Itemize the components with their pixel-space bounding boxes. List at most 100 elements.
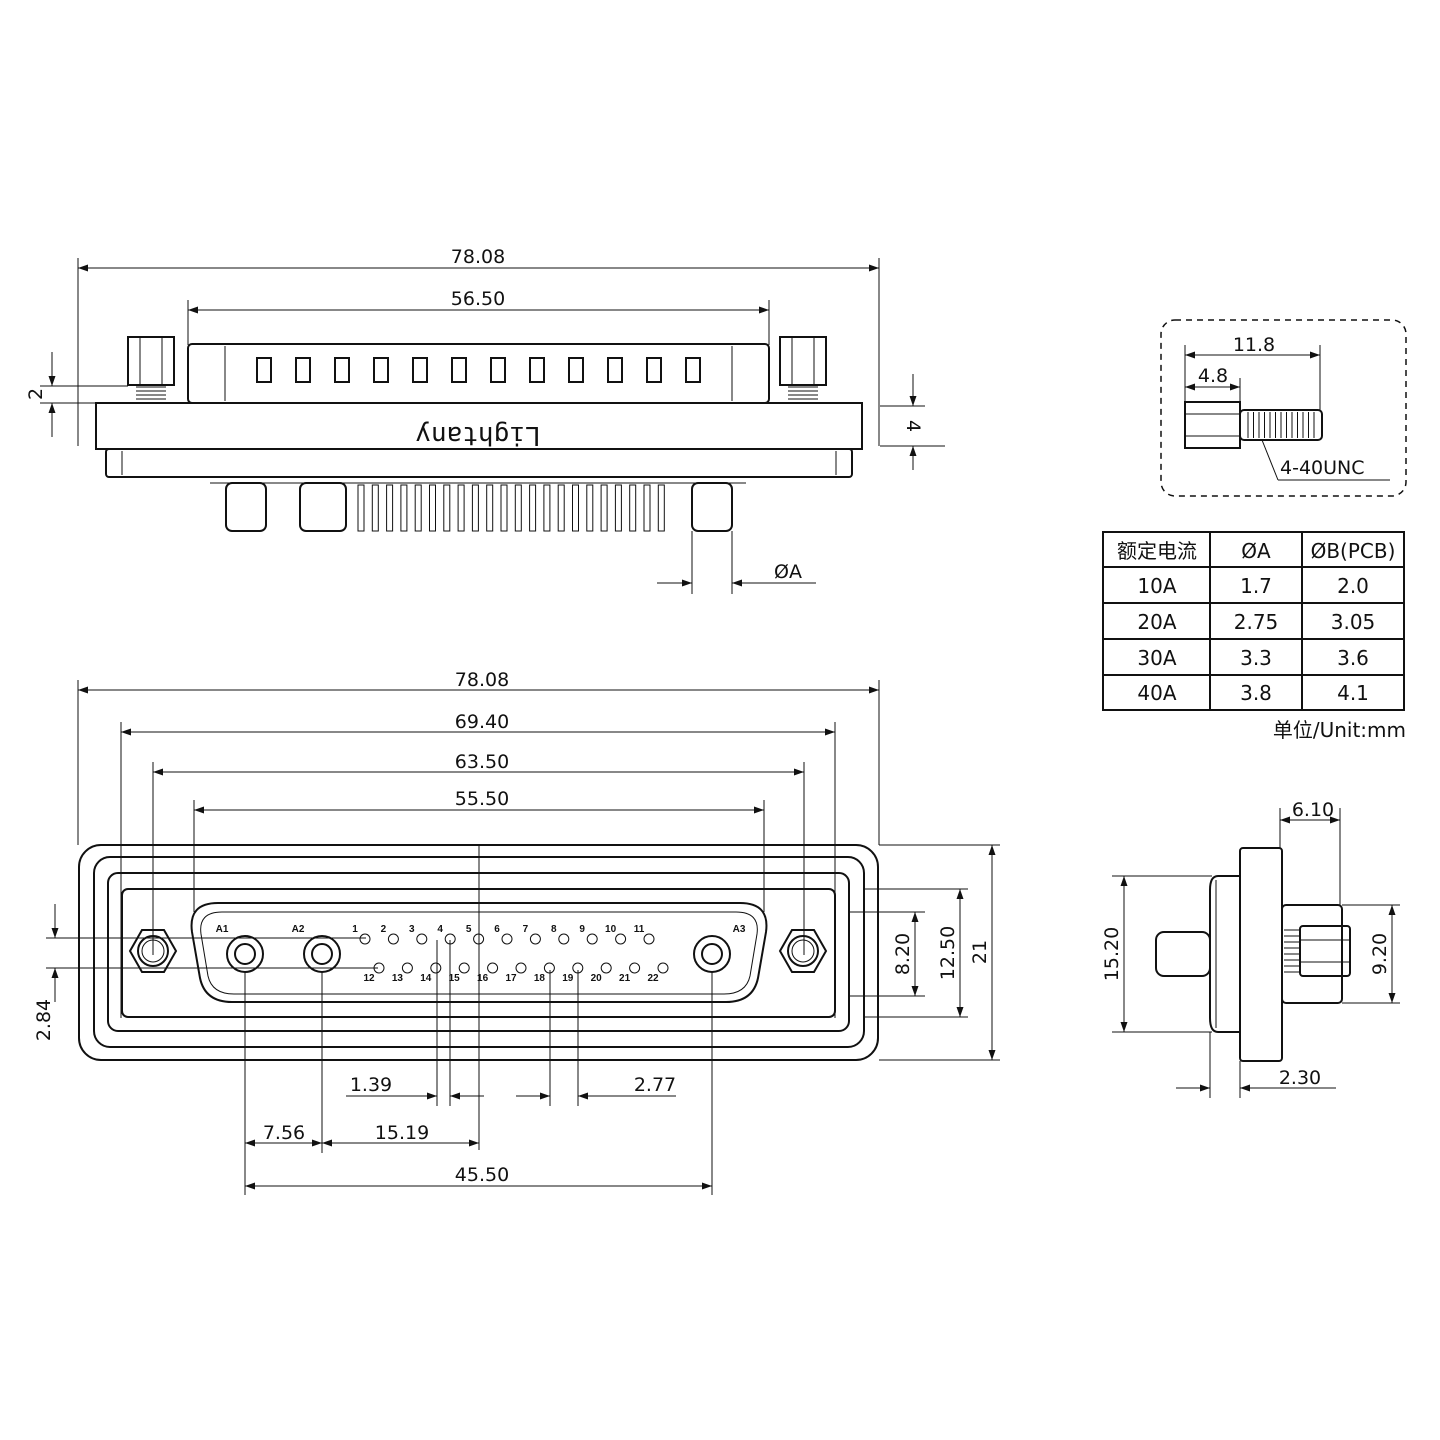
- pin-hole: [401, 962, 413, 974]
- screw-hex-length-label: 4.8: [1198, 365, 1228, 387]
- screw-thread: [1239, 409, 1323, 441]
- signal-pin: [557, 484, 565, 532]
- a1-a3-label: 45.50: [455, 1164, 509, 1186]
- signal-pin: [429, 484, 436, 532]
- signal-pin: [586, 484, 594, 532]
- pin-number-label: 11: [634, 924, 645, 935]
- flange-thickness-label: 4: [902, 420, 924, 432]
- pitch-1-39-label: 1.39: [350, 1074, 392, 1096]
- pin-number-label: 16: [477, 973, 489, 984]
- signal-pin: [457, 484, 465, 532]
- pin-number-label: 22: [647, 973, 659, 984]
- pin-hole: [643, 933, 655, 945]
- table-cell: 2.75: [1234, 610, 1279, 634]
- contact-window: [295, 357, 311, 383]
- contact-window: [256, 357, 272, 383]
- coax-label-a1: A1: [216, 924, 229, 935]
- front-view: 78.08 69.40 63.50 55.50 A1 A2: [33, 669, 1000, 1195]
- contact-window: [412, 357, 428, 383]
- pin-number-label: 2: [381, 924, 387, 935]
- pin-number-label: 1: [352, 924, 358, 935]
- table-cell: 3.05: [1331, 610, 1376, 634]
- pin-hole: [629, 962, 641, 974]
- table-cell: 2.0: [1337, 574, 1369, 598]
- table-cell: 3.3: [1240, 646, 1272, 670]
- contact-window: [334, 357, 350, 383]
- pin-hole: [501, 933, 513, 945]
- table-cell: 3.6: [1337, 646, 1369, 670]
- top-overall-width-label: 78.08: [451, 246, 505, 268]
- thread-spec-label: 4-40UNC: [1280, 457, 1365, 479]
- table-cell: 40A: [1137, 681, 1176, 705]
- signal-pin: [371, 484, 379, 532]
- pin-number-label: 4: [437, 924, 443, 935]
- signal-pin: [386, 484, 394, 532]
- pin-hole: [615, 933, 627, 945]
- pin-diameter-label: ØA: [774, 561, 802, 583]
- height-12-50-label: 12.50: [937, 926, 959, 980]
- signal-pin: [400, 484, 408, 532]
- pin-number-label: 14: [420, 973, 432, 984]
- signal-pin: [486, 484, 494, 532]
- table-cell: 3.8: [1240, 681, 1272, 705]
- signal-pin: [614, 484, 622, 532]
- signal-pin: [500, 484, 508, 532]
- table-cell: 10A: [1137, 574, 1176, 598]
- spec-table: 额定电流 ØA ØB(PCB) 10A 1.7 2.0 20A 2.75 3.0…: [1102, 531, 1406, 742]
- pin-hole: [586, 933, 598, 945]
- table-cell: 1.7: [1240, 574, 1272, 598]
- contact-window: [607, 357, 623, 383]
- pin-number-label: 21: [619, 973, 631, 984]
- pin-number-label: 7: [523, 924, 529, 935]
- side-depth-label: 6.10: [1292, 799, 1334, 821]
- pin-hole: [558, 933, 570, 945]
- coax-label-a3: A3: [733, 924, 746, 935]
- pin-number-label: 15: [449, 973, 461, 984]
- pin-number-label: 13: [392, 973, 404, 984]
- front-overall-width-label: 78.08: [455, 669, 509, 691]
- pin-number-label: 18: [534, 973, 546, 984]
- signal-pin: [443, 484, 451, 532]
- signal-pin: [529, 484, 537, 532]
- side-flange-label: 2.30: [1279, 1067, 1321, 1089]
- contact-window: [373, 357, 389, 383]
- pin-hole: [657, 962, 669, 974]
- table-header-phi-b: ØB(PCB): [1311, 539, 1396, 563]
- flange-step-label: 2: [25, 388, 47, 400]
- signal-pin: [572, 484, 579, 532]
- signal-pin: [657, 484, 665, 532]
- table-cell: 4.1: [1337, 681, 1369, 705]
- signal-pins-side: [357, 484, 665, 532]
- pin-number-label: 6: [494, 924, 500, 935]
- signal-pin: [414, 484, 422, 532]
- signal-pin: [357, 484, 365, 532]
- top-shell-width-label: 56.50: [451, 288, 505, 310]
- signal-pin: [514, 484, 522, 532]
- pin-number-label: 8: [551, 924, 557, 935]
- top-contact-windows: [256, 357, 701, 383]
- pin-hole: [515, 962, 527, 974]
- side-height-9-20-label: 9.20: [1369, 933, 1391, 975]
- signal-pin: [471, 484, 479, 532]
- pin-hole: [543, 962, 555, 974]
- mount-outer-label: 69.40: [455, 711, 509, 733]
- pin-number-label: 5: [466, 924, 472, 935]
- screw-length-label: 11.8: [1233, 334, 1275, 356]
- table-cell: 20A: [1137, 610, 1176, 634]
- pin-number-label: 3: [409, 924, 415, 935]
- pin-hole: [487, 962, 499, 974]
- contact-window: [451, 357, 467, 383]
- side-height-15-20-label: 15.20: [1101, 927, 1123, 981]
- contact-window: [490, 357, 506, 383]
- side-view: 6.10 15.20 9.20 2.30: [1101, 799, 1400, 1098]
- table-header-current: 额定电流: [1117, 539, 1197, 563]
- pin-hole: [359, 933, 371, 945]
- pin-hole: [600, 962, 612, 974]
- a2-center-label: 15.19: [375, 1122, 429, 1144]
- contact-window: [568, 357, 584, 383]
- pin-number-label: 20: [591, 973, 603, 984]
- height-21-label: 21: [969, 940, 991, 964]
